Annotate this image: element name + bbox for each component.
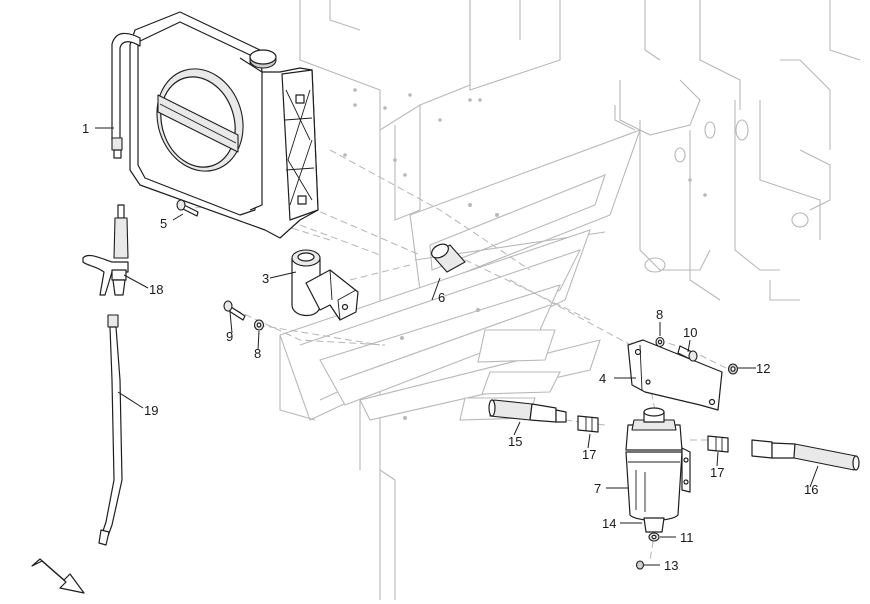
callout-labels: 1 3 4 5 6 7 8 8 9 10 11 12 13 14 15 16 1… xyxy=(82,121,818,573)
callout-11: 11 xyxy=(680,530,694,545)
hose-reel xyxy=(129,11,319,239)
hose-right xyxy=(751,439,860,471)
bolt-9 xyxy=(223,300,246,321)
pin-6 xyxy=(431,243,466,273)
leader-lines xyxy=(95,127,819,566)
washer-8-left xyxy=(253,319,265,331)
washer-11 xyxy=(648,532,660,542)
bolt-10 xyxy=(677,345,698,362)
callout-8-left: 8 xyxy=(254,346,261,361)
fuel-filter xyxy=(625,407,691,533)
callout-17-right: 17 xyxy=(710,465,724,480)
callout-1: 1 xyxy=(82,121,89,136)
callout-18: 18 xyxy=(149,282,163,297)
callout-19: 19 xyxy=(144,403,158,418)
plug-13 xyxy=(635,560,645,570)
callout-9: 9 xyxy=(226,329,233,344)
nut-12 xyxy=(727,363,739,375)
front-direction-arrow xyxy=(31,558,85,594)
callout-5: 5 xyxy=(160,216,167,231)
callout-10: 10 xyxy=(683,325,697,340)
machine-frame-outline xyxy=(279,0,861,600)
assembly-guide-lines xyxy=(194,144,731,561)
hose-nozzle xyxy=(82,204,129,296)
bolt-5 xyxy=(176,199,199,217)
hose-left xyxy=(488,399,567,423)
callout-8-right: 8 xyxy=(656,307,663,322)
clamp-sleeve xyxy=(291,249,359,321)
fitting-17-right xyxy=(707,435,729,453)
fitting-17-left xyxy=(577,415,599,433)
callout-17-left: 17 xyxy=(582,447,596,462)
callout-15: 15 xyxy=(508,434,522,449)
callout-7: 7 xyxy=(594,481,601,496)
reel-hose-end xyxy=(111,32,141,159)
mounting-bracket xyxy=(627,339,723,411)
callout-3: 3 xyxy=(262,271,269,286)
callout-4: 4 xyxy=(599,371,606,386)
callout-6: 6 xyxy=(438,290,445,305)
callout-16: 16 xyxy=(804,482,818,497)
callout-12: 12 xyxy=(756,361,770,376)
washer-8-right xyxy=(655,336,665,348)
hose-line xyxy=(98,314,123,546)
callout-13: 13 xyxy=(664,558,678,573)
callout-14: 14 xyxy=(602,516,616,531)
